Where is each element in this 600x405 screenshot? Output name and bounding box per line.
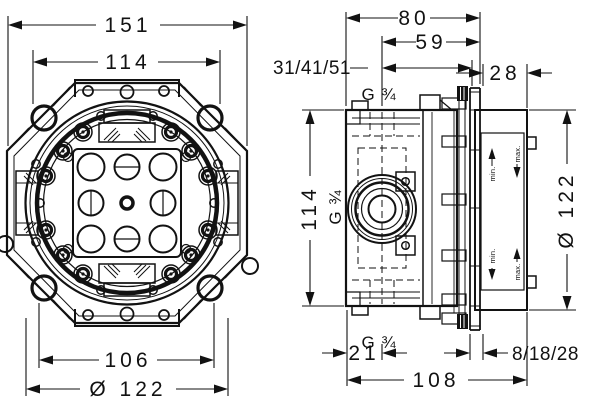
dim-plate-diameter-122: Ø 122 (529, 109, 578, 311)
clip-rail-details (441, 97, 467, 325)
marker-max-bottom: max. (513, 248, 522, 281)
support-pad-south (98, 263, 156, 297)
marker-max-top: max. (513, 145, 522, 178)
plaster-depth-markers: min. max. min. max. (488, 145, 522, 280)
dim-text-80: 80 (398, 7, 429, 30)
dim-inner-width-114: 114 (32, 50, 221, 104)
dim-diameter-122-front: Ø 122 (25, 318, 229, 401)
side-view: min. max. min. max. (344, 86, 537, 331)
side-view-dimensions: 80 59 31/41/51 28 114 (273, 7, 579, 392)
marker-min-top-label: min. (488, 167, 497, 182)
support-pad-north (98, 109, 156, 143)
thread-label-middle: G ¾ (326, 189, 345, 224)
dim-depth-80: 80 (345, 7, 481, 106)
dim-text-114-side: 114 (298, 185, 321, 230)
dim-text-59: 59 (415, 31, 446, 54)
fixing-screw (457, 86, 468, 329)
small-detail-holes (31, 111, 223, 295)
marker-max-top-label: max. (513, 145, 522, 162)
dim-plate-offset-28: 28 (456, 62, 552, 108)
dim-text-31-41-51: 31/41/51 (273, 58, 351, 79)
dim-inner-depth-59: 59 (381, 31, 480, 106)
bracket-lugs (395, 171, 416, 256)
marker-min-bottom-label: min. (488, 249, 497, 264)
inlet-boss-section (347, 174, 417, 244)
dim-text-21: 21 (348, 342, 379, 365)
dim-text-8-18-28: 8/18/28 (512, 344, 579, 365)
dim-hole-spacing-106: 106 (38, 303, 215, 372)
top-mounting-tab (74, 79, 180, 100)
marker-min-bottom: min. (488, 249, 497, 280)
dim-text-108: 108 (412, 369, 459, 392)
dim-text-106: 106 (104, 349, 151, 372)
housing-circles (24, 100, 230, 306)
support-pad-west (15, 170, 39, 236)
dim-text-151: 151 (104, 14, 151, 37)
dim-overall-depth-108: 108 (347, 312, 528, 392)
bottom-mounting-tab (74, 306, 180, 327)
marker-max-bottom-label: max. (513, 263, 522, 280)
thread-label-top: G ¾ (361, 85, 396, 104)
dim-height-114-side: 114 (298, 109, 344, 307)
dim-text-114-front: 114 (105, 51, 150, 74)
marker-min-top: min. (488, 148, 497, 181)
center-pilot-hole (119, 195, 135, 211)
front-view-dimensions: 151 114 106 Ø 122 (7, 14, 248, 401)
corner-ear-rings (0, 104, 259, 302)
dim-text-28: 28 (489, 62, 520, 85)
dim-text-diameter-side: Ø 122 (555, 171, 578, 248)
dim-plaster-depth-8-18-28: 8/18/28 (444, 334, 579, 365)
thread-label-bottom: G ¾ (361, 333, 396, 352)
support-pad-east (215, 170, 239, 236)
dim-text-diameter-front: Ø 122 (89, 378, 166, 401)
wall-plate (474, 109, 537, 311)
function-block-plate (72, 148, 182, 258)
front-view (0, 79, 259, 327)
dim-port-offset-21: 21 (322, 310, 407, 386)
dim-install-depth-31-41-51: 31/41/51 (273, 58, 473, 86)
thread-labels: G ¾ G ¾ G ¾ (326, 85, 396, 352)
housing-body (344, 94, 459, 320)
dim-overall-width-151: 151 (7, 14, 248, 146)
screw-bosses (36, 122, 218, 284)
